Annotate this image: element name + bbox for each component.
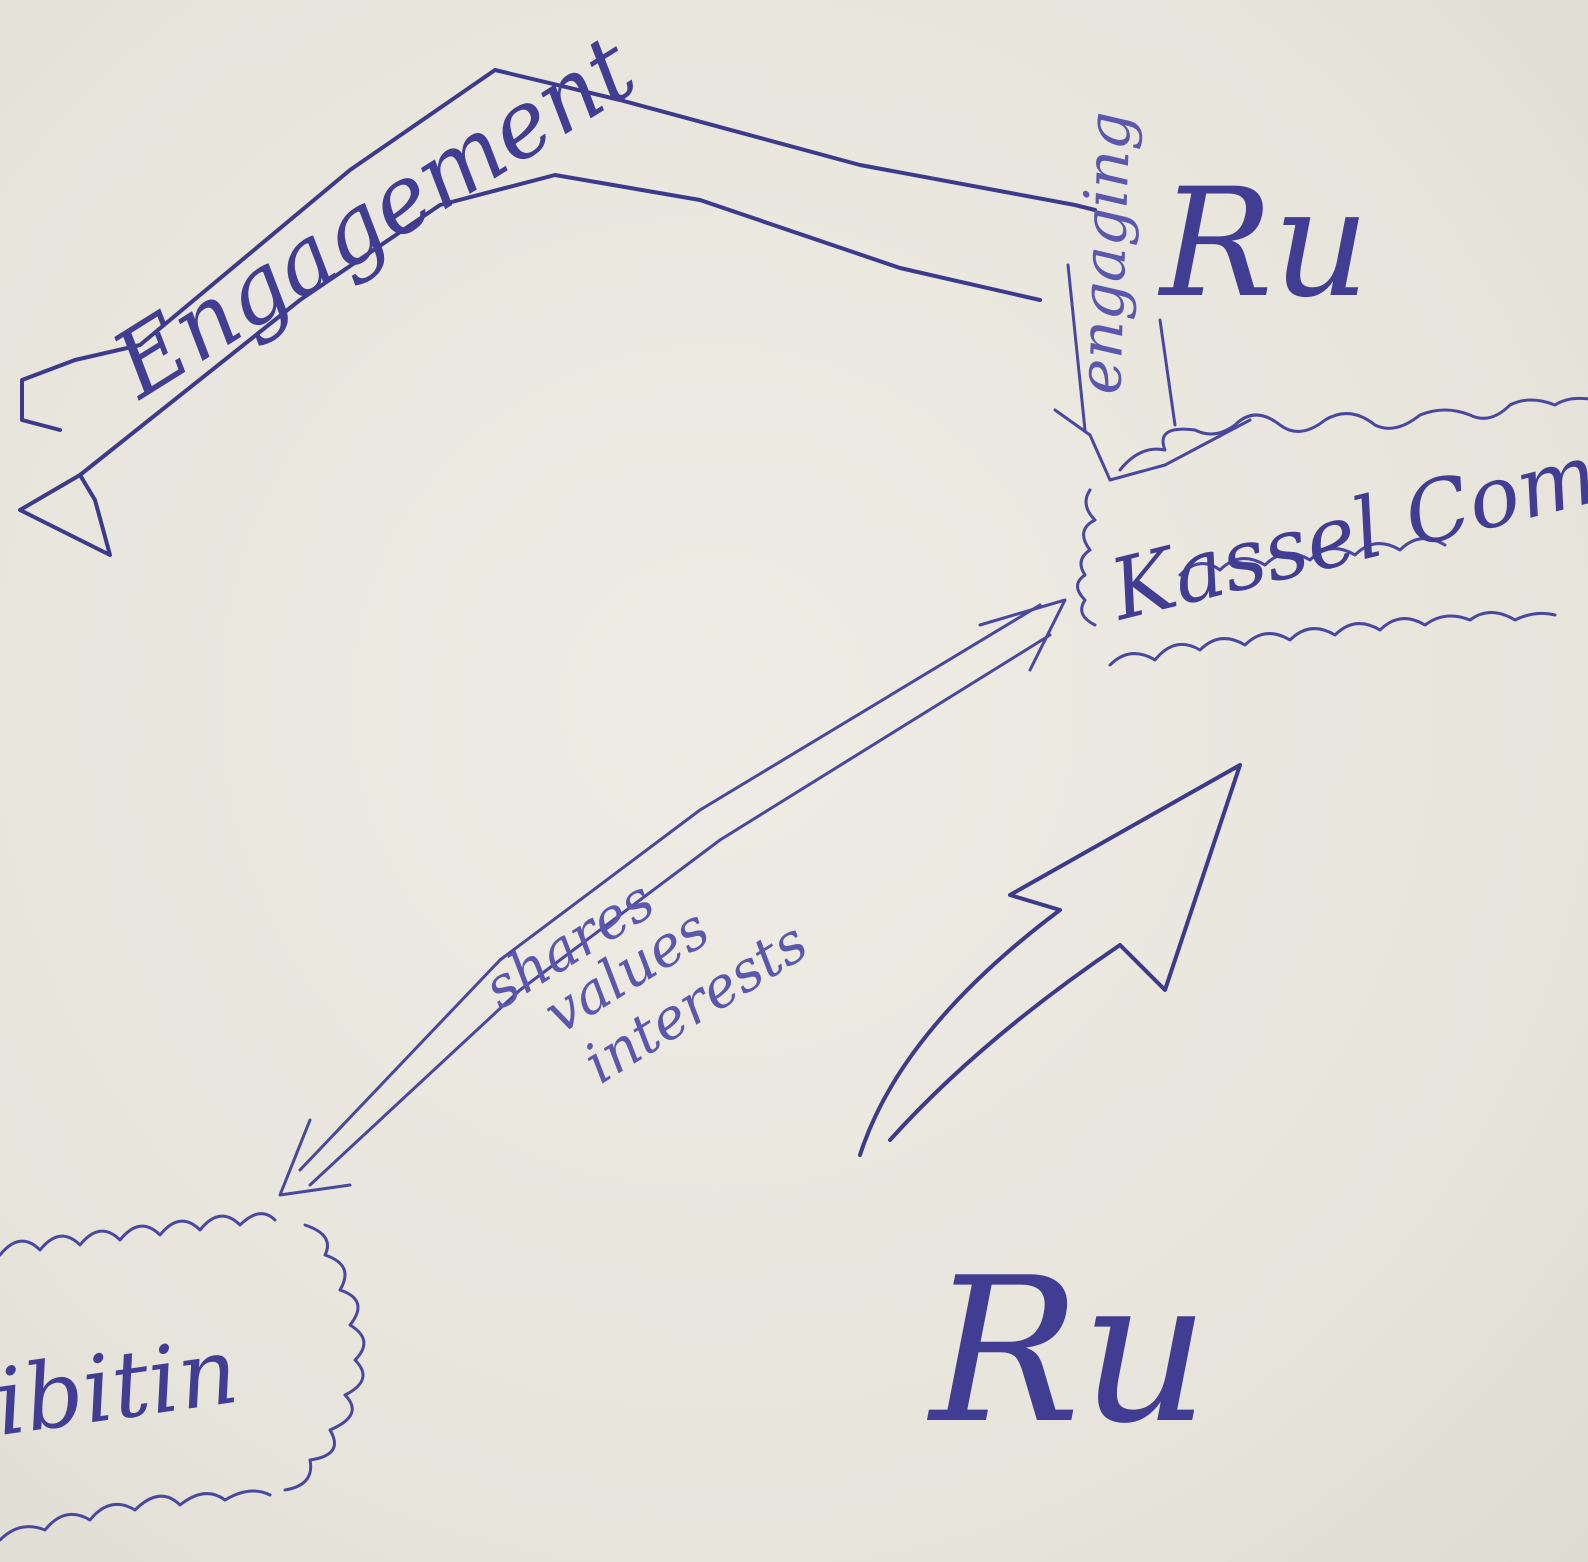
- engagement-arrow: [18, 68, 1097, 557]
- shared-values-arrow: [278, 598, 1067, 1197]
- engaging-label: engaging: [1065, 110, 1145, 395]
- ru-upward-arrow: [858, 763, 1242, 1157]
- exhibition-cloud: [0, 1212, 366, 1542]
- kassel-community-label: Kassel Comm: [1099, 405, 1588, 640]
- ru-label-top: Ru: [1157, 157, 1370, 331]
- ru-label-bottom: Ru: [926, 1235, 1209, 1468]
- kassel-community-cloud: [1076, 396, 1588, 667]
- engagement-label: Engagement: [93, 14, 654, 420]
- engaging-arrow: [1053, 263, 1252, 482]
- exhibition-label: ibitin: [0, 1317, 244, 1457]
